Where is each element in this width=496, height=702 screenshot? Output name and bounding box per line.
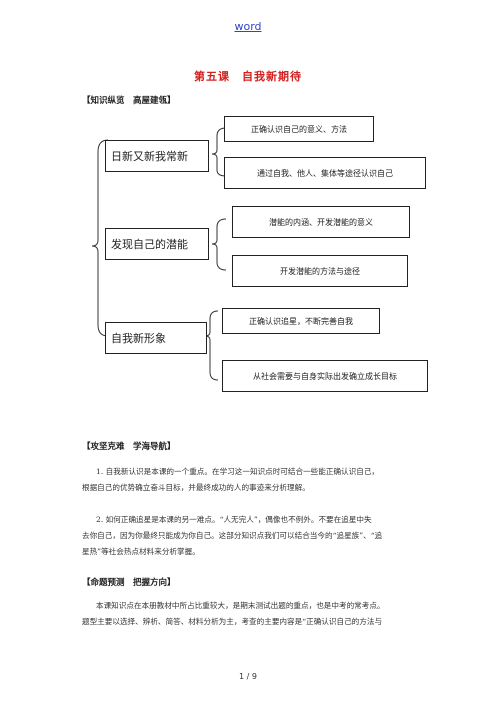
group2-brace <box>211 218 227 271</box>
paragraph-line: 星热”等社会热点材料来分析掌握。 <box>82 547 200 556</box>
mindmap-sub-node: 从社会需要与自身实际出发确立成长目标 <box>222 360 428 392</box>
mindmap-sub-node: 开发潜能的方法与途径 <box>232 255 408 287</box>
word-link[interactable]: word <box>234 20 262 33</box>
mindmap-sub-node: 通过自我、他人、集体等途径认识自己 <box>224 157 426 189</box>
mindmap-connectors <box>91 127 227 381</box>
sub-node-label: 开发潜能的方法与途径 <box>280 266 360 276</box>
sub-node-label: 从社会需要与自身实际出发确立成长目标 <box>253 371 397 381</box>
main-node-label: 自我新形象 <box>111 332 166 345</box>
sub-node-label: 潜能的内涵、开发潜能的意义 <box>269 217 373 227</box>
sub-node-label: 通过自我、他人、集体等途径认识自己 <box>257 168 393 178</box>
section-heading-prediction: 【命题预测 把握方向】 <box>82 578 176 588</box>
sub-node-label: 正确认识自己的意义、方法 <box>251 124 347 134</box>
mindmap-sub-node: 正确认识追星，不断完善自我 <box>222 308 380 334</box>
main-node-label: 日新又新我常新 <box>111 150 188 163</box>
page-number: 1 / 9 <box>239 672 257 681</box>
paragraph-2: 2. 如何正确追星是本课的另一难点。“人无完人”，偶像也不例外。不要在追星中失 … <box>82 512 417 560</box>
mindmap-main-node: 日新又新我常新 <box>105 140 209 172</box>
mindmap-sub-node: 潜能的内涵、开发潜能的意义 <box>232 206 410 238</box>
paragraph-line: 2. 如何正确追星是本课的另一难点。“人无完人”，偶像也不例外。不要在追星中失 <box>96 515 372 524</box>
group1-brace <box>211 127 227 177</box>
sub-node-label: 正确认识追星，不断完善自我 <box>249 316 353 326</box>
main-brace <box>91 139 109 337</box>
paragraph-1: 1. 自我新认识是本课的一个重点。在学习这一知识点时可结合一些能正确认识自己， … <box>82 464 417 496</box>
page-title: 第五课 自我新期待 <box>194 70 302 83</box>
mindmap-main-node: 自我新形象 <box>105 322 207 354</box>
paragraph-3: 本课知识点在本册教材中所占比重较大，是期末测试出题的重点，也是中考的常考点。 题… <box>82 598 417 630</box>
mindmap-sub-node: 正确认识自己的意义、方法 <box>224 116 374 142</box>
paragraph-line: 题型主要以选择、辨析、简答、材料分析为主，考查的主要内容是“正确认识自己的方法与 <box>82 617 383 626</box>
mindmap-main-node: 发现自己的潜能 <box>105 228 209 260</box>
section-heading-overview: 【知识纵览 高屋建瓴】 <box>82 96 176 106</box>
paragraph-line: 1. 自我新认识是本课的一个重点。在学习这一知识点时可结合一些能正确认识自己， <box>96 467 380 476</box>
paragraph-line: 去你自己，因为你最终只能成为你自己。这部分知识点我们可以结合当今的“追星族”、“… <box>82 531 383 540</box>
paragraph-line: 本课知识点在本册教材中所占比重较大，是期末测试出题的重点，也是中考的常考点。 <box>96 601 385 610</box>
section-heading-key-points: 【攻坚克难 学海导航】 <box>82 442 176 452</box>
main-node-label: 发现自己的潜能 <box>111 238 188 251</box>
paragraph-line: 根据自己的优势确立奋斗目标，并最终成功的人的事迹来分析理解。 <box>82 483 310 492</box>
